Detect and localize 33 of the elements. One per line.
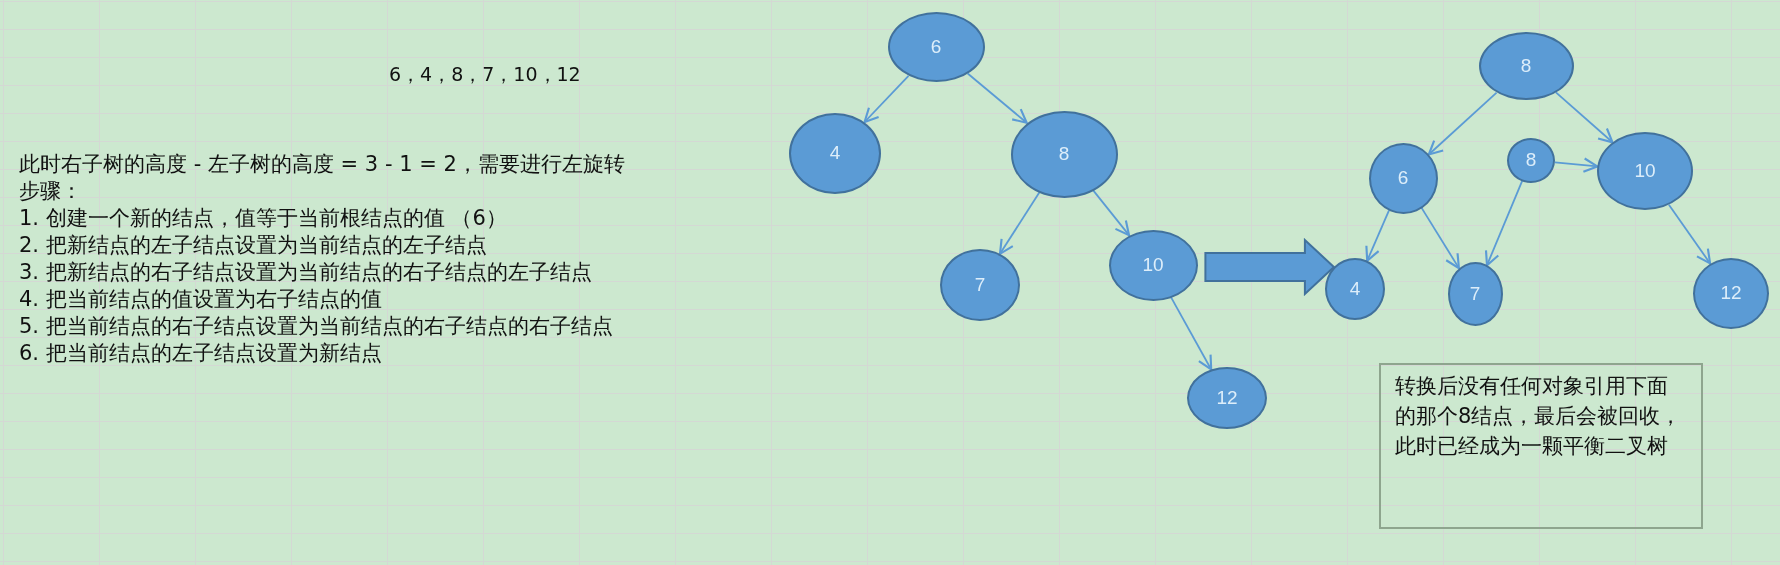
block-arrow bbox=[1204, 237, 1336, 297]
tree-node: 7 bbox=[1447, 262, 1503, 326]
tree-node: 6 bbox=[887, 12, 985, 82]
arrow bbox=[1365, 209, 1390, 262]
arrow bbox=[1092, 189, 1131, 237]
step-text: 步骤： bbox=[19, 178, 82, 205]
tree-node: 4 bbox=[1325, 258, 1385, 320]
step-text: 5. 把当前结点的右子结点设置为当前结点的右子结点的右子结点 bbox=[19, 313, 613, 340]
arrow bbox=[998, 191, 1041, 255]
arrow bbox=[1555, 91, 1614, 144]
tree-node: 7 bbox=[940, 249, 1020, 321]
tree-node: 10 bbox=[1108, 229, 1198, 301]
tree-node: 4 bbox=[789, 112, 881, 194]
tree-node: 10 bbox=[1597, 132, 1693, 210]
sequence-text: 6，4，8，7，10，12 bbox=[389, 62, 581, 87]
tree-node: 12 bbox=[1693, 257, 1769, 329]
arrow bbox=[966, 72, 1028, 124]
arrow bbox=[1170, 296, 1213, 371]
step-text: 此时右子树的高度 - 左子树的高度 = 3 - 1 = 2，需要进行左旋转 bbox=[19, 151, 625, 178]
tree-node: 8 bbox=[1010, 110, 1118, 198]
arrow bbox=[1420, 207, 1460, 270]
tree-node: 6 bbox=[1368, 142, 1438, 214]
tree-node: 12 bbox=[1187, 367, 1267, 429]
tree-node: 8 bbox=[1478, 32, 1574, 100]
step-text: 1. 创建一个新的结点，值等于当前根结点的值 （6） bbox=[19, 205, 507, 232]
tree-node: 8 bbox=[1507, 137, 1555, 183]
note-box: 转换后没有任何对象引用下面的那个8结点，最后会被回收，此时已经成为一颗平衡二叉树 bbox=[1379, 363, 1703, 529]
step-text: 3. 把新结点的右子结点设置为当前结点的右子结点的左子结点 bbox=[19, 259, 592, 286]
step-text: 4. 把当前结点的值设置为右子结点的值 bbox=[19, 286, 382, 313]
step-text: 2. 把新结点的左子结点设置为当前结点的左子结点 bbox=[19, 232, 487, 259]
arrow bbox=[1554, 157, 1599, 173]
arrow bbox=[1484, 180, 1524, 267]
step-text: 6. 把当前结点的左子结点设置为新结点 bbox=[19, 340, 382, 367]
